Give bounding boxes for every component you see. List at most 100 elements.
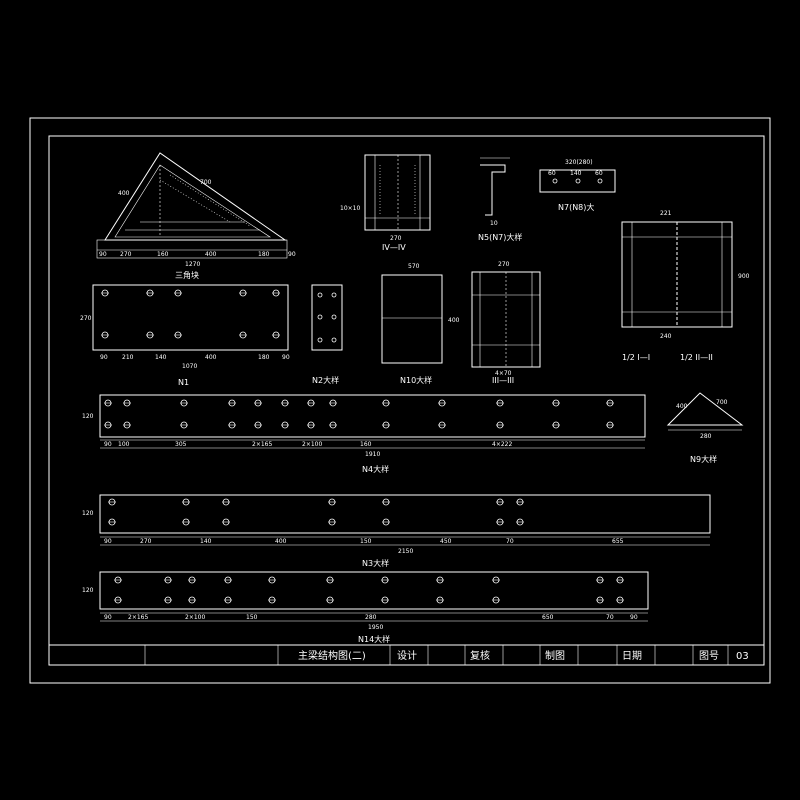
n4-height: 120: [82, 413, 94, 420]
title-block: 主梁结构图(二) 设计 复核 制图 日期 图号 03: [49, 644, 764, 665]
n3-dim-8: 655: [612, 538, 624, 545]
n4-dim-5: 2×100: [302, 441, 322, 448]
n1-dim-4: 400: [205, 354, 217, 361]
tri-dim-3: 160: [157, 251, 169, 258]
design-label: 设计: [397, 649, 417, 662]
n14-plate-view: 90 2×165 2×100 150 280 650 70 90 1950 12…: [82, 571, 649, 644]
n3-label: N3大样: [362, 558, 389, 568]
n3-dim-5: 150: [360, 538, 372, 545]
triangle-plate-label: 三角块: [175, 270, 199, 280]
n1-label: N1: [178, 378, 189, 387]
tri-dim-2: 270: [120, 251, 132, 258]
s33-width: 270: [498, 261, 510, 268]
s44-side: 10×10: [340, 205, 360, 212]
n4-dim-1: 90: [104, 441, 112, 448]
n3-height: 120: [82, 510, 94, 517]
inner-frame: [48, 135, 765, 666]
n1-dim-3: 140: [155, 354, 167, 361]
tri-side-a: 700: [200, 179, 212, 186]
n7-dim-3: 60: [595, 170, 603, 177]
n2-detail-view: N2大样: [311, 284, 343, 385]
tri-dim-5: 180: [258, 251, 270, 258]
drawing-title: 主梁结构图(二): [298, 649, 366, 662]
n14-label: N14大样: [358, 634, 390, 644]
n14-dim-3: 2×100: [185, 614, 205, 621]
tri-dim-6: 90: [288, 251, 296, 258]
n1-height: 270: [80, 315, 92, 322]
tri-side-b: 400: [118, 190, 130, 197]
n1-dim-2: 210: [122, 354, 134, 361]
tri-dim-1: 90: [99, 251, 107, 258]
n3-dim-6: 450: [440, 538, 452, 545]
n3-dim-7: 70: [506, 538, 514, 545]
n7-n8-detail-view: 320(280) 60 140 60 N7(N8)大: [539, 159, 616, 212]
n5-n7-detail-view: 10 N5(N7)大样: [478, 157, 522, 242]
tri-dim-4: 400: [205, 251, 217, 258]
n1-plate-view: 90 210 140 400 180 90 1070 270 N1: [80, 284, 290, 387]
n10-height: 400: [448, 317, 460, 324]
drawing-no-label: 图号: [699, 650, 719, 662]
n3-dim-2: 270: [140, 538, 152, 545]
n3-dim-3: 140: [200, 538, 212, 545]
date-label: 日期: [622, 650, 642, 662]
n9-detail-view: 400 700 280 N9大样: [666, 392, 744, 464]
drawing-no: 03: [736, 651, 749, 662]
n4-dim-2: 100: [118, 441, 130, 448]
hs-top: 221: [660, 210, 672, 217]
hs-height: 900: [738, 273, 750, 280]
s44-top: 270: [390, 235, 402, 242]
n1-total: 1070: [182, 363, 197, 370]
n4-dim-3: 305: [175, 441, 187, 448]
n4-dim-6: 160: [360, 441, 372, 448]
review-label: 复核: [470, 649, 490, 662]
n7-top: 320(280): [565, 159, 593, 166]
n14-dim-2: 2×165: [128, 614, 148, 621]
outer-frame: [29, 117, 771, 684]
n9-side-a: 400: [676, 403, 688, 410]
n3-total: 2150: [398, 548, 413, 555]
n14-dim-8: 90: [630, 614, 638, 621]
n10-label: N10大样: [400, 375, 432, 385]
n10-detail-view: 570 400 N10大样: [381, 263, 460, 385]
n1-dim-1: 90: [100, 354, 108, 361]
section-4-4-view: 10×10 270 IV—IV: [340, 154, 431, 252]
s33-bottom: 4×70: [495, 370, 512, 377]
n7-dim-1: 60: [548, 170, 556, 177]
tri-total: 1270: [185, 261, 200, 268]
section-4-4-label: IV—IV: [382, 243, 406, 252]
n4-total: 1910: [365, 451, 380, 458]
half-section-2-label: 1/2 II—II: [680, 353, 713, 362]
n14-dim-5: 280: [365, 614, 377, 621]
n14-dim-4: 150: [246, 614, 258, 621]
n1-dim-6: 90: [282, 354, 290, 361]
n5-w: 10: [490, 220, 498, 227]
n9-label: N9大样: [690, 454, 717, 464]
n4-plate-view: 90 100 305 2×165 2×100 160 4×222 1910 12…: [82, 394, 646, 474]
n4-dim-7: 4×222: [492, 441, 512, 448]
n7-dim-2: 140: [570, 170, 582, 177]
triangle-plate-view: 700 400 90 270 160 400 180 90 1270 三角块: [96, 152, 296, 280]
n3-plate-view: 90 270 140 400 150 450 70 655 2150 120 N…: [82, 494, 711, 568]
n14-total: 1950: [368, 624, 383, 631]
n1-dim-5: 180: [258, 354, 270, 361]
n14-dim-6: 650: [542, 614, 554, 621]
n9-side-b: 700: [716, 399, 728, 406]
n4-dim-4: 2×165: [252, 441, 272, 448]
half-sections-view: 221 240 900 1/2 I—I 1/2 II—II: [621, 210, 750, 362]
n4-label: N4大样: [362, 464, 389, 474]
n3-dim-1: 90: [104, 538, 112, 545]
n10-width: 570: [408, 263, 420, 270]
n14-dim-1: 90: [104, 614, 112, 621]
n14-dim-7: 70: [606, 614, 614, 621]
n3-dim-4: 400: [275, 538, 287, 545]
n9-base: 280: [700, 433, 712, 440]
hs-bottom: 240: [660, 333, 672, 340]
drafting-label: 制图: [545, 649, 565, 662]
n14-height: 120: [82, 587, 94, 594]
n5-n7-label: N5(N7)大样: [478, 232, 522, 242]
n7-n8-label: N7(N8)大: [558, 202, 594, 212]
n2-label: N2大样: [312, 375, 339, 385]
section-3-3-view: 270 4×70 III—III: [471, 261, 541, 385]
section-3-3-label: III—III: [492, 376, 514, 385]
